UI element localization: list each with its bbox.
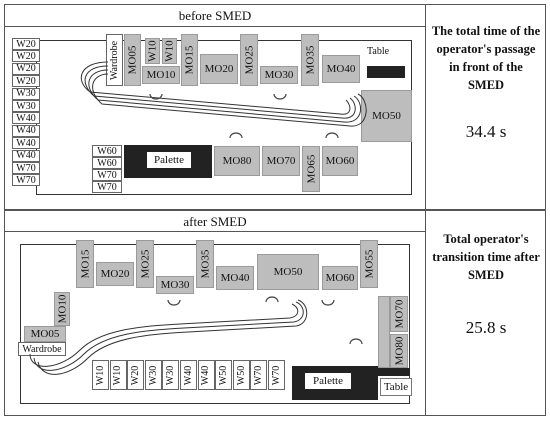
bottom-side-frame: [425, 210, 546, 416]
top-w-bottom-box: W60: [92, 157, 122, 169]
bottom-mo55: MO55: [360, 240, 378, 288]
top-w-box: W70: [12, 162, 40, 174]
bottom-mo60: MO60: [322, 266, 358, 290]
top-mo80: MO80: [214, 146, 260, 176]
top-mo60: MO60: [322, 146, 358, 176]
bottom-w-box-label: W30: [165, 365, 177, 385]
top-mo10: MO10: [142, 66, 180, 84]
bottom-right-block: [378, 296, 390, 368]
bottom-mo70: MO70: [390, 296, 408, 332]
bottom-table-block: [378, 368, 410, 376]
top-w-bottom-box: W70: [92, 169, 122, 181]
top-w-box: W20: [12, 62, 40, 75]
top-mo05: MO05: [124, 34, 141, 86]
top-w-box: W40: [12, 112, 40, 125]
top-header-rule: [4, 26, 426, 27]
bottom-mo50: MO50: [257, 254, 319, 290]
bottom-w-box-label: W40: [183, 365, 195, 385]
bottom-wardrobe: Wardrobe: [18, 342, 66, 356]
bottom-side-description: Total operator's transition time after S…: [432, 232, 540, 282]
bottom-w-box: W50: [232, 360, 250, 390]
bottom-mo25: MO25: [136, 240, 154, 288]
bottom-w-box: W10: [92, 360, 109, 390]
bottom-w-box-label: W70: [271, 365, 283, 385]
top-w-box: W70: [12, 174, 40, 187]
bottom-mo35: MO35: [196, 240, 214, 288]
top-w-bottom-box: W60: [92, 145, 122, 157]
top-mo50: MO50: [361, 90, 412, 142]
top-w10-b: W10: [162, 38, 177, 64]
top-mo70: MO70: [262, 146, 300, 176]
bottom-w-box: W40: [180, 360, 197, 390]
bottom-header-rule: [4, 231, 426, 232]
bottom-w-box-label: W20: [130, 365, 142, 385]
top-w-box: W30: [12, 87, 40, 100]
top-mo35: MO35: [301, 34, 319, 86]
bottom-w-box-label: W10: [95, 365, 107, 385]
top-w-box: W40: [12, 124, 40, 137]
bottom-w-box: W30: [144, 360, 162, 390]
bottom-w-box-label: W30: [147, 365, 159, 385]
top-w-bottom-box: W70: [92, 181, 122, 193]
top-w-box: W20: [12, 38, 40, 50]
bottom-w-box: W70: [268, 360, 285, 390]
bottom-table: Table: [380, 378, 412, 396]
bottom-w-box: W50: [215, 360, 233, 390]
bottom-w-box: W10: [109, 360, 127, 390]
bottom-palette: Palette: [304, 372, 352, 390]
bottom-mo30: MO30: [156, 276, 194, 294]
top-w-box: W40: [12, 149, 40, 162]
top-w-box: W20: [12, 75, 40, 88]
bottom-w-box-label: W50: [218, 365, 230, 385]
top-w-box: W40: [12, 137, 40, 150]
bottom-w-box-label: W70: [253, 365, 265, 385]
bottom-w-box-label: W10: [112, 365, 124, 385]
bottom-w-box-label: W50: [235, 365, 247, 385]
top-mo15: MO15: [181, 34, 198, 86]
bottom-header: after SMED: [183, 214, 247, 229]
top-w10-a: W10: [145, 38, 160, 64]
top-mo30: MO30: [260, 66, 298, 84]
bottom-total-time: 25.8 s: [465, 318, 507, 337]
bottom-mo80: MO80: [390, 334, 408, 368]
top-mo20: MO20: [200, 54, 238, 84]
top-table: [367, 66, 405, 78]
bottom-mo20: MO20: [96, 262, 134, 286]
top-mo25: MO25: [240, 34, 258, 86]
bottom-w-box: W30: [162, 360, 180, 390]
top-total-time: 34.4 s: [465, 122, 507, 141]
top-palette: Palette: [146, 151, 192, 169]
top-header: before SMED: [178, 8, 252, 23]
bottom-w-box-label: W40: [200, 365, 212, 385]
top-side-description: The total time of the operator's passage…: [431, 24, 541, 92]
bottom-mo05: MO05: [24, 326, 66, 342]
top-wardrobe: Wardrobe: [106, 34, 123, 86]
bottom-mo15: MO15: [76, 240, 94, 288]
top-mo65: MO65: [302, 146, 320, 192]
bottom-w-box: W40: [197, 360, 215, 390]
bottom-mo40: MO40: [216, 266, 254, 290]
top-mo40: MO40: [322, 55, 360, 83]
top-w-box: W30: [12, 100, 40, 112]
top-w-box: W20: [12, 50, 40, 63]
bottom-w-box: W20: [127, 360, 145, 390]
top-table-label: Table: [367, 46, 390, 57]
bottom-mo10: MO10: [54, 292, 70, 326]
bottom-w-box: W70: [250, 360, 268, 390]
top-side-frame: [425, 4, 546, 210]
